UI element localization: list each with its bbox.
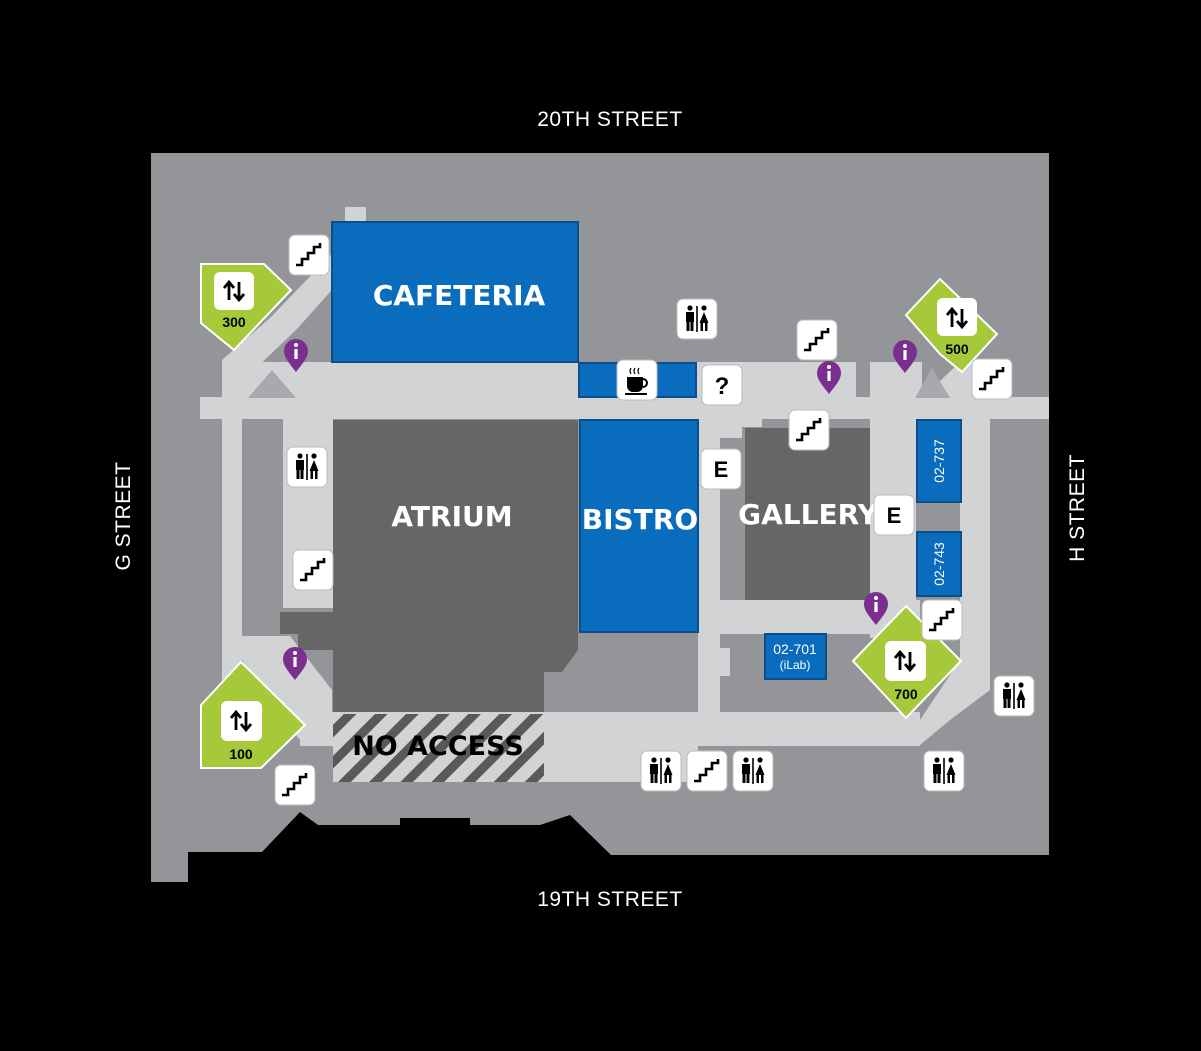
elevator-100[interactable]: 100 (200, 660, 307, 769)
no-access-label: NO ACCESS (352, 731, 524, 762)
stairs-icon (686, 750, 728, 792)
stairs-icon (796, 319, 838, 361)
restroom-icon (732, 750, 774, 792)
stairs-icons (274, 234, 1013, 806)
elevator-700-label: 700 (894, 686, 918, 702)
coffee-icon (616, 359, 658, 401)
landing-detail (248, 370, 296, 398)
stairs-icon (788, 409, 830, 451)
restroom-icon (923, 750, 965, 792)
elevator-500-label: 500 (945, 341, 969, 357)
gallery-room (745, 428, 870, 600)
help-icon[interactable]: ? (701, 364, 743, 406)
exit-glyph: E (714, 457, 729, 482)
room-02-737-label: 02-737 (931, 439, 947, 483)
restroom-icon (640, 750, 682, 792)
stairs-icon (288, 234, 330, 276)
elevator-300-label: 300 (222, 314, 246, 330)
landing-detail (915, 368, 950, 398)
room-02-743-label: 02-743 (931, 542, 947, 586)
restroom-icon (286, 446, 328, 488)
elevator-100-label: 100 (229, 746, 253, 762)
restroom-icon (676, 298, 718, 340)
exit-glyph: E (887, 503, 902, 528)
room-02-701-label: 02-701 (773, 641, 817, 657)
room-02-701-sublabel: (iLab) (780, 658, 811, 672)
stairs-icon (274, 764, 316, 806)
no-access-zone (333, 714, 544, 782)
stairs-icon (292, 549, 334, 591)
street-label-20th: 20TH STREET (537, 108, 683, 131)
exit-icon[interactable]: E (700, 448, 742, 490)
gallery-label: GALLERY (738, 498, 878, 531)
stairs-icon (921, 599, 963, 641)
restroom-icon (993, 675, 1035, 717)
street-label-19th: 19TH STREET (537, 888, 683, 911)
restroom-icons (286, 298, 1035, 792)
bistro-label: BISTRO (582, 503, 698, 536)
atrium-label: ATRIUM (391, 500, 512, 533)
exit-icon[interactable]: E (873, 494, 915, 536)
blue-rooms (331, 221, 962, 680)
atrium-room (280, 420, 578, 712)
elevator-300[interactable]: 300 (200, 263, 293, 352)
elevator-500[interactable]: 500 (904, 277, 999, 374)
stairs-icon (971, 358, 1013, 400)
cafeteria-label: CAFETERIA (373, 279, 546, 312)
help-glyph: ? (715, 373, 730, 400)
